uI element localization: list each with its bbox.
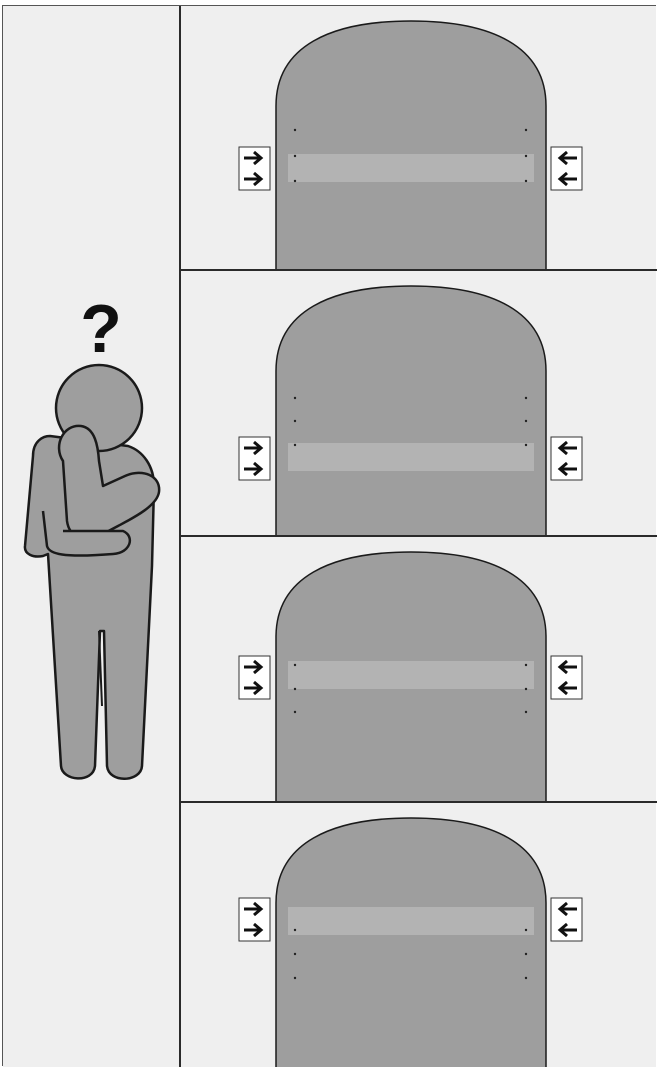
arrow-left-icon — [551, 898, 582, 941]
highlight-band — [288, 907, 534, 935]
highlight-band — [288, 154, 534, 182]
panel-4 — [181, 803, 656, 1067]
figure-frame: ? — [2, 5, 656, 1066]
arrow-right-icon — [239, 656, 270, 699]
question-mark: ? — [80, 291, 122, 367]
arrow-left-icon — [551, 437, 582, 480]
arch-shape — [276, 286, 546, 535]
panel-3 — [181, 537, 656, 801]
left-column: ? — [3, 6, 179, 1067]
panel-2 — [181, 271, 656, 535]
highlight-band — [288, 443, 534, 471]
arch-shape — [276, 818, 546, 1067]
arrow-left-icon — [551, 656, 582, 699]
highlight-band — [288, 661, 534, 689]
panel-1 — [181, 6, 656, 269]
arrow-right-icon — [239, 898, 270, 941]
arrow-left-icon — [551, 147, 582, 190]
arrow-right-icon — [239, 147, 270, 190]
arrow-right-icon — [239, 437, 270, 480]
thinking-person-icon: ? — [3, 6, 179, 1067]
arch-shape — [276, 21, 546, 269]
